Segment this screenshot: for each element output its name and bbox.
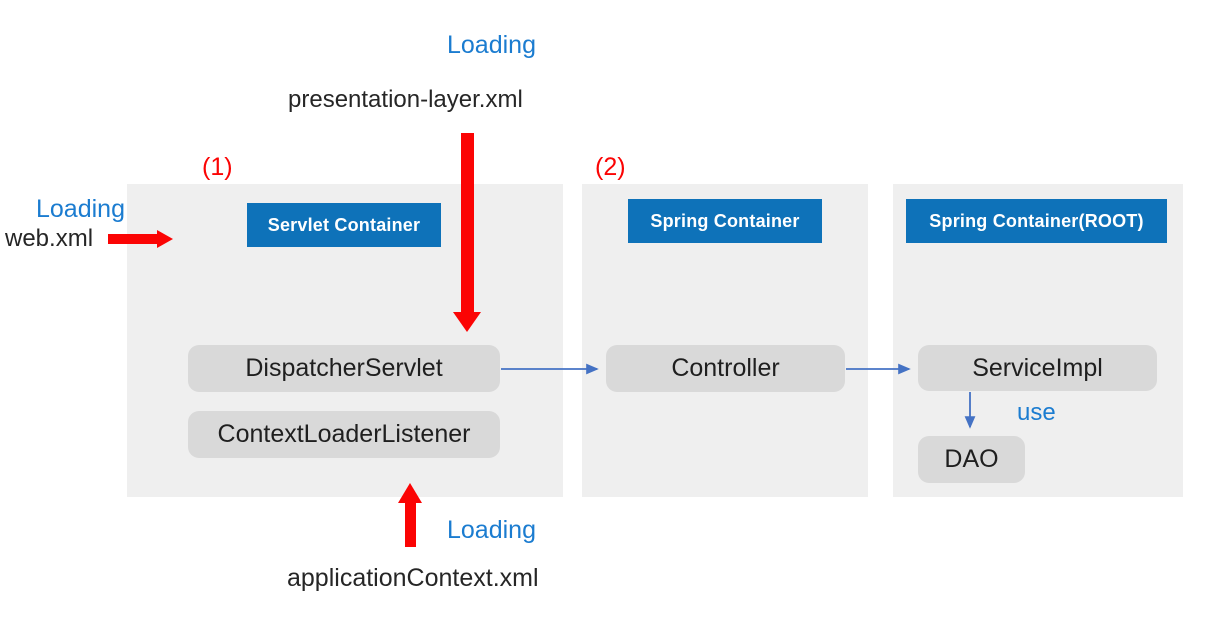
service-impl-box: ServiceImpl [918, 345, 1157, 391]
arrow-head [398, 483, 422, 503]
arrow-shaft [461, 133, 474, 313]
step-2-marker: (2) [595, 153, 626, 181]
presentation-layer-xml-label: presentation-layer.xml [288, 86, 523, 113]
arrow-shaft [405, 503, 416, 547]
arrow-head [157, 230, 173, 248]
loading-label-top: Loading [447, 31, 536, 59]
step-1-marker: (1) [202, 153, 233, 181]
arrow-shaft [108, 234, 157, 244]
web-xml-loading-arrow-icon [108, 230, 173, 248]
dao-box: DAO [918, 436, 1025, 483]
servlet-container-title: Servlet Container [247, 203, 441, 247]
loading-label-left: Loading [36, 195, 125, 223]
presentation-layer-loading-arrow-icon [453, 133, 482, 332]
arrow-head [453, 312, 481, 332]
use-label: use [1017, 399, 1056, 426]
loading-label-bottom: Loading [447, 516, 536, 544]
dispatcher-servlet-box: DispatcherServlet [188, 345, 500, 392]
context-loader-listener-box: ContextLoaderListener [188, 411, 500, 458]
controller-box: Controller [606, 345, 845, 392]
spring-container-title: Spring Container [628, 199, 822, 243]
spring-container-root-title: Spring Container(ROOT) [906, 199, 1167, 243]
web-xml-label: web.xml [5, 225, 94, 252]
application-context-xml-label: applicationContext.xml [287, 564, 539, 592]
application-context-loading-arrow-icon [398, 483, 423, 547]
